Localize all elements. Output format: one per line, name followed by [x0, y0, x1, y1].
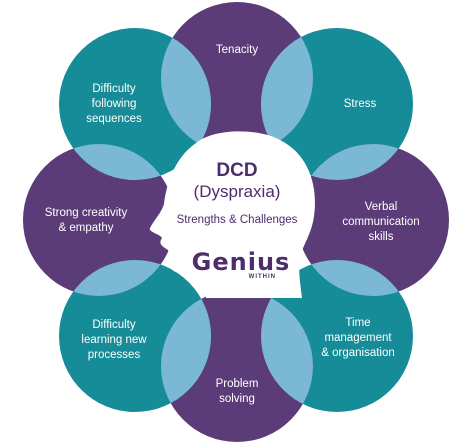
petal-label-line: following: [91, 97, 137, 110]
petal-label-line: Difficulty: [92, 82, 136, 95]
center-title: DCD: [216, 160, 258, 181]
petal-label-stress: Stress: [300, 97, 420, 112]
petal-label-line: communication: [342, 215, 420, 228]
petal-label-line: sequences: [86, 112, 142, 125]
petal-label-line: solving: [219, 393, 255, 405]
petal-label-line: & organisation: [321, 346, 395, 359]
petal-verbal: [297, 144, 449, 296]
petal-label-problem: Problem solving: [177, 377, 297, 407]
petal-label-line: Verbal: [364, 200, 398, 213]
petal-creativity: [23, 144, 175, 296]
petal-label-difficulty-following: Difficulty following sequences: [54, 82, 174, 127]
petal-label-line: management: [324, 331, 392, 344]
petal-label-line: Problem: [215, 378, 259, 390]
genius-within-logo: Genius WITHIN: [186, 248, 296, 288]
petal-label-time: Time management & organisation: [298, 316, 418, 361]
center-subtitle: (Dyspraxia): [193, 182, 281, 201]
petal-label-line: Stress: [343, 97, 377, 110]
petal-label-line: & empathy: [58, 222, 114, 234]
petal-label-line: skills: [368, 230, 394, 243]
petal-label-line: Time: [345, 316, 371, 329]
petal-label-creativity: Strong creativity & empathy: [26, 206, 146, 236]
petal-label-difficulty-learning: Difficulty learning new processes: [54, 318, 174, 363]
petal-label-line: learning new: [81, 333, 147, 346]
logo-word: Genius: [191, 248, 291, 276]
petal-label-line: Tenacity: [215, 43, 259, 56]
petal-label-verbal: Verbal communication skills: [321, 200, 441, 245]
petal-label-line: Strong creativity: [44, 207, 128, 219]
center-tagline: Strengths & Challenges: [176, 214, 298, 226]
petal-label-tenacity: Tenacity: [177, 43, 297, 58]
head-silhouette: [149, 131, 315, 298]
logo-sub: WITHIN: [248, 274, 276, 280]
petal-label-line: processes: [87, 348, 141, 361]
petal-label-line: Difficulty: [92, 318, 136, 331]
